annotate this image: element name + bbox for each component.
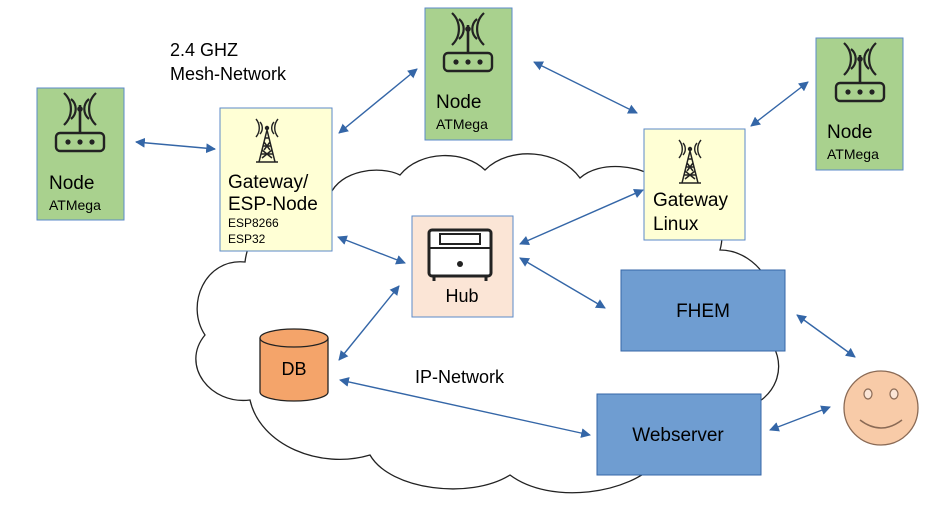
arrow-fhem-user <box>796 314 856 358</box>
mesh-network-label-line2: Mesh-Network <box>170 64 287 84</box>
svg-text:DB: DB <box>281 359 306 379</box>
svg-text:ESP8266: ESP8266 <box>228 216 279 230</box>
fhem-server: FHEM <box>620 269 786 352</box>
svg-text:ESP-Node: ESP-Node <box>228 194 318 215</box>
mesh-network-label-line1: 2.4 GHZ <box>170 40 238 60</box>
arrow-hub-db <box>338 285 400 361</box>
node-chip: ATMega <box>827 146 879 162</box>
node-title: Node <box>827 122 872 143</box>
database: DB <box>259 328 329 402</box>
node-title: Node <box>49 173 94 194</box>
node-right: Node ATMega <box>815 37 904 171</box>
arrow-hub-gateway-linux <box>519 189 644 245</box>
arrow-gateway-node-top <box>338 68 418 134</box>
svg-text:FHEM: FHEM <box>676 301 730 322</box>
gateway-linux: Gateway Linux <box>643 128 746 241</box>
svg-text:Gateway: Gateway <box>653 190 728 211</box>
smiley-user-icon <box>843 370 919 446</box>
connection-arrows <box>135 61 856 438</box>
arrow-gateway-esp-hub <box>337 235 406 265</box>
hub: Hub <box>411 215 514 318</box>
ip-network-label: IP-Network <box>415 367 505 387</box>
arrow-node-top-gateway-linux <box>533 61 638 114</box>
gateway-esp-node: Gateway/ ESP-Node ESP8266 ESP32 <box>219 107 333 252</box>
node-left: Node ATMega <box>36 87 125 221</box>
node-title: Node <box>436 92 481 113</box>
svg-text:Gateway/: Gateway/ <box>228 172 309 193</box>
node-chip: ATMega <box>436 116 488 132</box>
svg-text:Hub: Hub <box>445 286 478 306</box>
hub-device-icon <box>427 228 493 281</box>
svg-text:Webserver: Webserver <box>632 425 724 446</box>
arrow-db-webserver <box>339 377 591 438</box>
arrow-hub-fhem <box>519 257 606 309</box>
arrow-gateway-linux-node-right <box>750 81 809 127</box>
arrow-webserver-user <box>769 405 831 432</box>
webserver: Webserver <box>596 393 762 476</box>
arrow-node-left-gateway <box>135 137 216 154</box>
node-chip: ATMega <box>49 197 101 213</box>
node-top: Node ATMega <box>424 7 513 141</box>
svg-text:Linux: Linux <box>653 214 699 235</box>
svg-text:ESP32: ESP32 <box>228 232 266 246</box>
database-icon <box>259 328 329 402</box>
